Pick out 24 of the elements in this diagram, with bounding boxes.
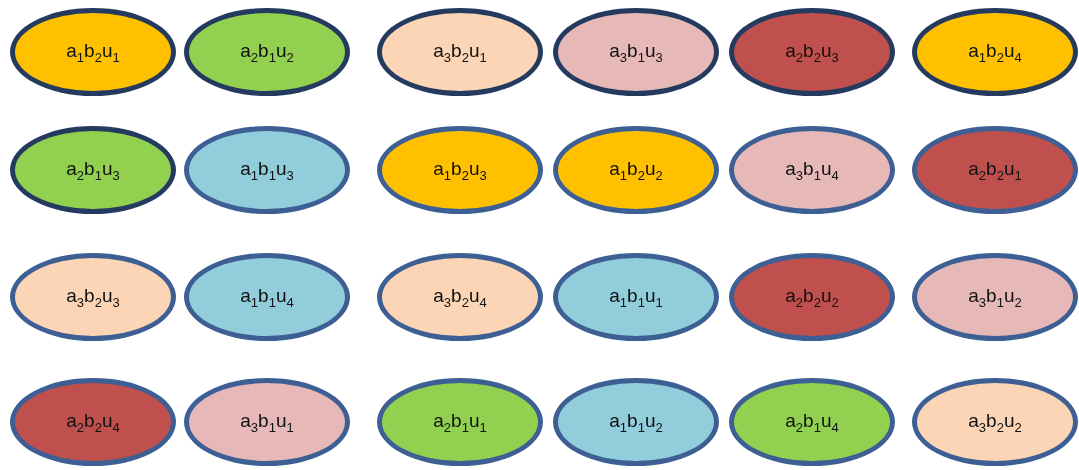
node-label: a$_{3}$b$_{1}$u$_{1}$	[240, 409, 294, 435]
node-label: a$_{3}$b$_{2}$u$_{1}$	[433, 39, 487, 65]
node-label: a$_{3}$b$_{1}$u$_{2}$	[968, 284, 1022, 310]
node-label: a$_{1}$b$_{2}$u$_{3}$	[433, 157, 487, 183]
node-label: a$_{2}$b$_{1}$u$_{3}$	[66, 157, 120, 183]
node-label: a$_{1}$b$_{2}$u$_{1}$	[66, 39, 120, 65]
node-label: a$_{3}$b$_{1}$u$_{4}$	[785, 157, 839, 183]
node-label: a$_{2}$b$_{1}$u$_{2}$	[240, 39, 294, 65]
node-label: a$_{1}$b$_{1}$u$_{4}$	[240, 284, 294, 310]
node-label: a$_{1}$b$_{2}$u$_{4}$	[968, 39, 1022, 65]
node-label: a$_{1}$b$_{2}$u$_{2}$	[609, 157, 663, 183]
node-label: a$_{2}$b$_{2}$u$_{1}$	[968, 157, 1022, 183]
node-label: a$_{2}$b$_{1}$u$_{4}$	[785, 409, 839, 435]
node-label: a$_{1}$b$_{1}$u$_{1}$	[609, 284, 663, 310]
node-label: a$_{2}$b$_{2}$u$_{4}$	[66, 409, 120, 435]
node-label: a$_{1}$b$_{1}$u$_{2}$	[609, 409, 663, 435]
node-label: a$_{2}$b$_{2}$u$_{3}$	[785, 39, 839, 65]
node-label: a$_{3}$b$_{1}$u$_{3}$	[609, 39, 663, 65]
node-label: a$_{3}$b$_{2}$u$_{3}$	[66, 284, 120, 310]
node-label: a$_{3}$b$_{2}$u$_{2}$	[968, 409, 1022, 435]
node-label: a$_{2}$b$_{2}$u$_{2}$	[785, 284, 839, 310]
node-label: a$_{3}$b$_{2}$u$_{4}$	[433, 284, 487, 310]
node-label: a$_{1}$b$_{1}$u$_{3}$	[240, 157, 294, 183]
node-label: a$_{2}$b$_{1}$u$_{1}$	[433, 409, 487, 435]
